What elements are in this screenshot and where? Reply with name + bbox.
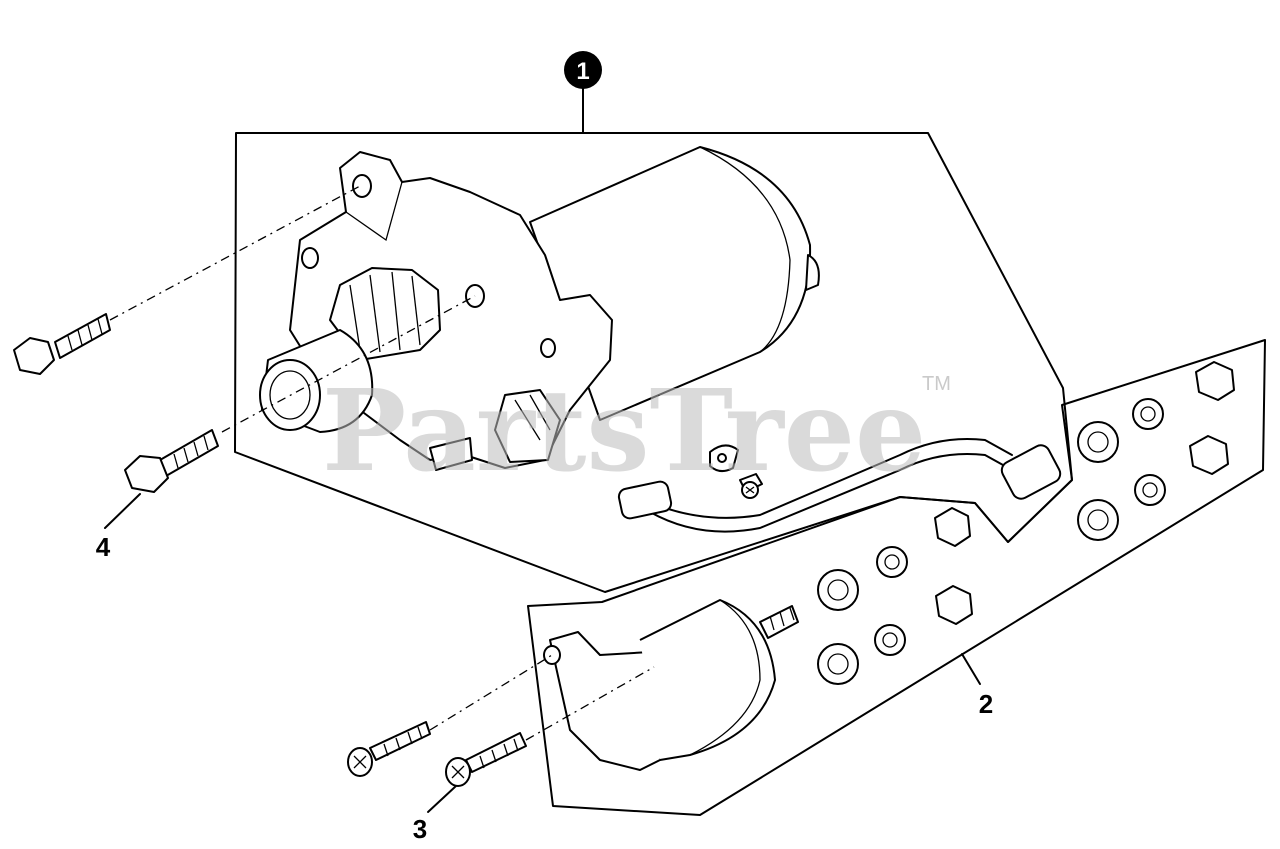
bolt-lower-centerline	[221, 295, 476, 433]
callout-2-leader	[961, 653, 981, 685]
clip-screw	[739, 473, 763, 499]
callout-1-badge	[564, 51, 602, 89]
kit-hardware	[817, 361, 1235, 685]
callout-4-label: 4	[96, 532, 111, 562]
screw-lower-centerline	[525, 666, 655, 741]
starter-solenoid	[543, 599, 799, 771]
mounting-bolt-upper	[13, 313, 111, 375]
callout-3-label: 3	[413, 814, 427, 844]
callout-3-leader	[427, 785, 457, 813]
callout-4-leader	[104, 493, 141, 529]
callout-1-label: 1	[576, 58, 589, 85]
bolt-upper-centerline	[109, 185, 361, 321]
screw-upper-centerline	[429, 654, 553, 731]
starter-motor	[259, 146, 820, 471]
starter-wire-lead	[617, 438, 1062, 533]
mounting-bolt-lower	[124, 429, 219, 493]
callout-2-label: 2	[979, 689, 993, 719]
solenoid-kit-outline	[527, 339, 1266, 816]
wire-clip	[709, 444, 739, 472]
watermark-text: PartsTree	[322, 366, 926, 497]
solenoid-screw-upper	[347, 721, 431, 777]
watermark-trademark: TM	[922, 373, 951, 395]
solenoid-screw-lower	[445, 732, 527, 787]
